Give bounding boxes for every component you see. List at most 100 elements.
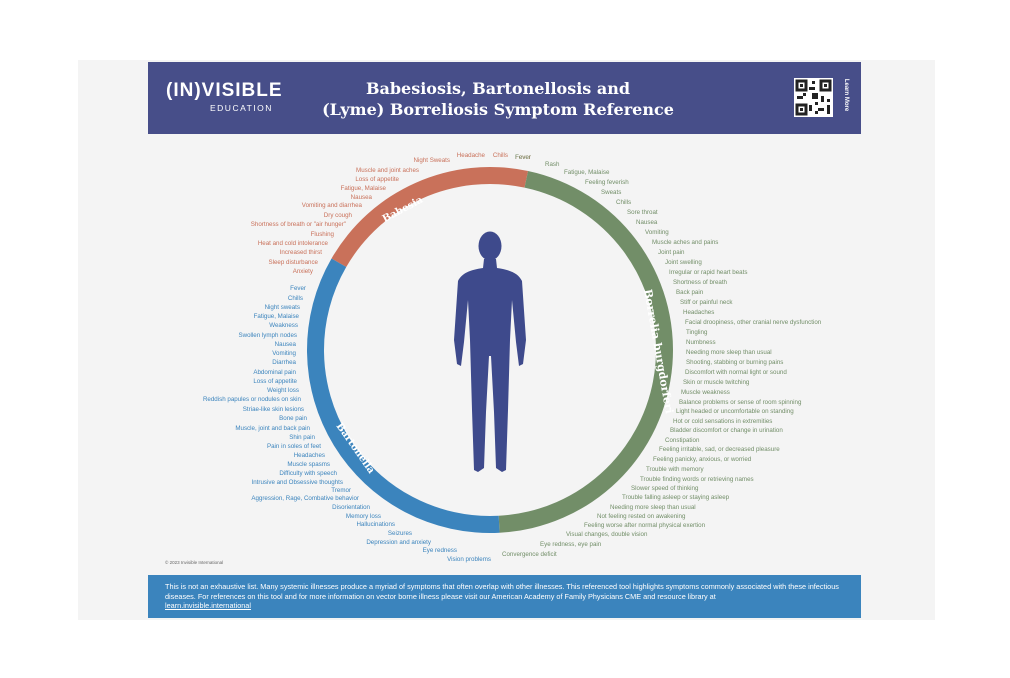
symptom-label: Night sweats [265, 304, 300, 311]
symptom-label: Rash [545, 161, 560, 168]
symptom-label: Needing more sleep than usual [610, 504, 696, 511]
symptom-label: Reddish papules or nodules on skin [203, 396, 302, 403]
symptom-label: Not feeling rested on awakening [597, 513, 686, 520]
symptom-label: Fatigue, Malaise [341, 185, 387, 192]
symptom-label: Numbness [686, 339, 716, 346]
symptom-label: Aggression, Rage, Combative behavior [251, 495, 359, 502]
symptom-label: Feeling worse after normal physical exer… [584, 522, 706, 529]
symptom-label: Visual changes, double vision [566, 531, 648, 538]
symptom-label: Tremor [331, 487, 351, 494]
symptom-label: Nausea [636, 219, 658, 226]
symptom-label: Eye redness [423, 547, 457, 554]
symptom-label: Intrusive and Obsessive thoughts [252, 479, 344, 486]
symptom-label: Flushing [311, 231, 335, 238]
symptom-label: Depression and anxiety [366, 539, 432, 546]
symptom-label: Pain in soles of feet [267, 443, 321, 450]
symptom-label: Dry cough [324, 212, 353, 219]
symptom-label: Sore throat [627, 209, 658, 216]
symptom-label: Joint pain [658, 249, 685, 256]
symptom-label: Chills [493, 152, 508, 159]
symptom-label: Headaches [683, 309, 714, 316]
symptom-label: Back pain [676, 289, 704, 296]
symptom-label: Diarrhea [272, 359, 296, 366]
symptom-label: Stiff or painful neck [680, 299, 733, 306]
symptom-label: Vomiting [645, 229, 669, 236]
symptom-label: Vomiting [272, 350, 296, 357]
symptom-label: Fatigue, Malaise [254, 313, 300, 320]
symptom-label: Constipation [665, 437, 700, 444]
symptom-label: Vision problems [447, 556, 491, 563]
symptom-label: Convergence deficit [502, 551, 557, 558]
symptom-label: Feeling feverish [585, 179, 629, 186]
symptom-label: Nausea [275, 341, 297, 348]
symptom-label: Muscle and joint aches [356, 167, 419, 174]
borrelia-ring-segment [498, 170, 673, 533]
symptom-label: Night Sweats [414, 157, 450, 164]
symptom-label: Abdominal pain [253, 369, 296, 376]
symptom-label: Striae-like skin lesions [243, 406, 304, 413]
symptom-label: Headaches [294, 452, 325, 459]
symptom-label: Skin or muscle twitching [683, 379, 750, 386]
symptom-label: Hot or cold sensations in extremities [673, 418, 772, 425]
symptom-label: Loss of appetite [355, 176, 399, 183]
logo-subtitle: EDUCATION [210, 103, 273, 113]
symptom-label: Shooting, stabbing or burning pains [686, 359, 783, 366]
symptom-label: Shin pain [289, 434, 315, 441]
symptom-label: Shortness of breath or "air hunger" [251, 221, 346, 228]
symptom-label: Increased thirst [280, 249, 323, 256]
symptom-label: Weight loss [267, 387, 299, 394]
human-figure-icon [454, 231, 526, 472]
symptom-label: Facial droopiness, other cranial nerve d… [685, 319, 822, 326]
symptom-label: Bone pain [279, 415, 307, 422]
copyright: © 2023 Invisible International [165, 560, 224, 565]
footer-text: This is not an exhaustive list. Many sys… [165, 582, 839, 601]
symptom-label: Slower speed of thinking [631, 485, 699, 492]
symptom-label: Headache [457, 152, 486, 159]
symptom-label: Hallucinations [356, 521, 395, 528]
symptom-label: Fever [515, 154, 531, 161]
symptom-label: Bladder discomfort or change in urinatio… [670, 427, 783, 434]
symptom-label: Light headed or uncomfortable on standin… [676, 408, 794, 415]
symptom-label: Nausea [351, 194, 373, 201]
symptom-label: Sleep disturbance [268, 259, 318, 266]
symptom-label: Trouble falling asleep or staying asleep [622, 494, 730, 501]
symptom-label: Seizures [388, 530, 412, 537]
symptom-label: Anxiety [293, 268, 314, 275]
qr-code-icon[interactable] [794, 78, 833, 117]
symptom-label: Muscle weakness [681, 389, 730, 396]
symptom-label: Feeling panicky, anxious, or worried [653, 456, 752, 463]
symptom-label: Swollen lymph nodes [239, 332, 297, 339]
page-title-line2: (Lyme) Borreliosis Symptom Reference [322, 100, 674, 119]
symptom-label: Fever [290, 285, 306, 292]
footer-link[interactable]: learn.invisible.international [165, 601, 251, 610]
logo: (IN)VISIBLE [166, 80, 283, 101]
bartonella-ring-segment [307, 258, 500, 533]
symptom-label: Muscle aches and pains [652, 239, 718, 246]
symptom-label: Fatigue, Malaise [564, 169, 610, 176]
symptom-label: Chills [616, 199, 631, 206]
babesia-ring-segment [331, 167, 529, 267]
footer-disclaimer: This is not an exhaustive list. Many sys… [148, 575, 861, 618]
symptom-label: Memory loss [346, 513, 381, 520]
symptom-label: Weakness [269, 322, 298, 329]
symptom-label: Trouble with memory [646, 466, 704, 473]
symptom-label: Feeling irritable, sad, or decreased ple… [659, 446, 780, 453]
header-banner: (IN)VISIBLE EDUCATION Babesiosis, Barton… [148, 62, 861, 134]
symptom-label: Trouble finding words or retrieving name… [640, 476, 754, 483]
symptom-label: Loss of appetite [253, 378, 297, 385]
symptom-label: Fever [515, 154, 531, 161]
symptom-label: Joint swelling [665, 259, 702, 266]
symptom-label: Disorientation [332, 504, 370, 511]
symptom-label: Irregular or rapid heart beats [669, 269, 747, 276]
symptom-label: Difficulty with speech [279, 470, 337, 477]
symptom-label: Balance problems or sense of room spinni… [679, 399, 802, 406]
symptom-label: Tingling [686, 329, 708, 336]
symptom-label: Heat and cold intolerance [258, 240, 329, 247]
symptom-label: Vomiting and diarrhea [302, 202, 363, 209]
symptom-label: Discomfort with normal light or sound [685, 369, 787, 376]
symptom-label: Muscle spasms [287, 461, 330, 468]
symptom-label: Eye redness, eye pain [540, 541, 602, 548]
symptom-label: Sweats [601, 189, 621, 196]
symptom-label: Shortness of breath [673, 279, 728, 286]
